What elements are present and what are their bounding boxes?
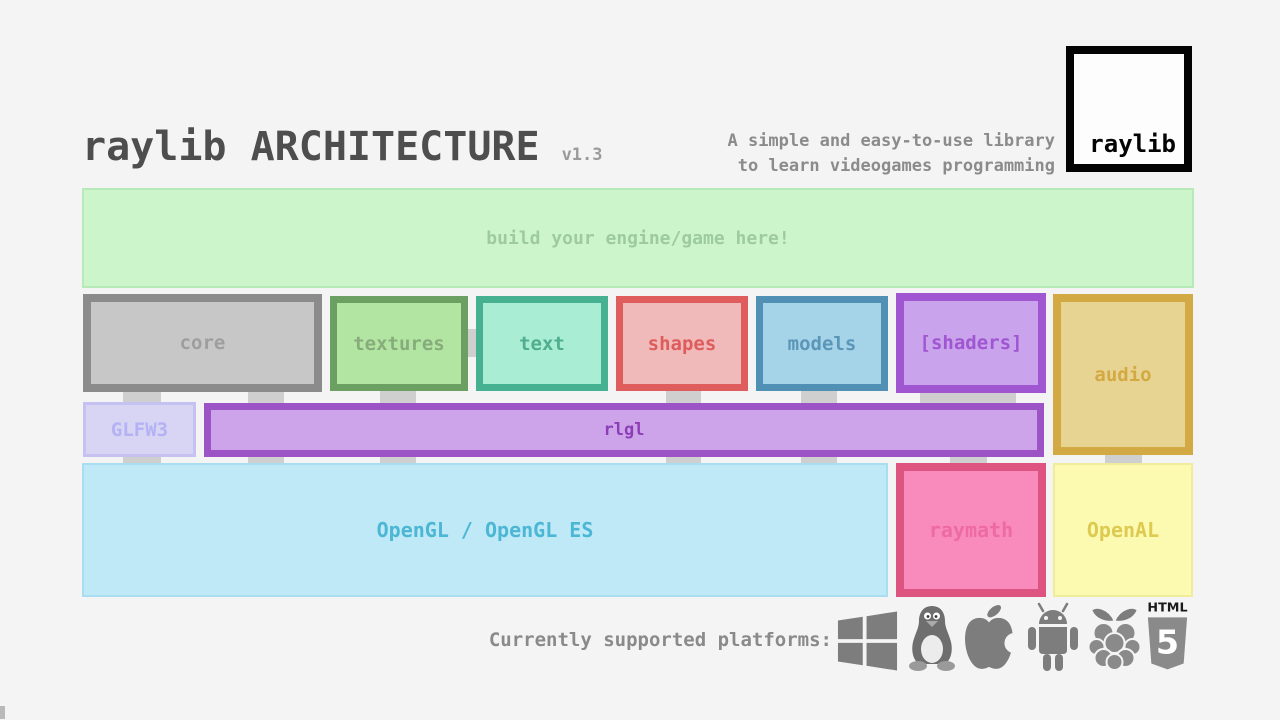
version-label: v1.3 — [561, 145, 603, 165]
page-title: raylib ARCHITECTURE — [82, 124, 540, 170]
module-shapes: shapes — [616, 296, 748, 391]
module-shaders: [shaders] — [896, 293, 1046, 393]
raymath-label: raymath — [928, 518, 1014, 542]
connector — [248, 390, 284, 406]
opengl-label: OpenGL / OpenGL ES — [376, 518, 594, 542]
connector — [666, 390, 701, 406]
tagline: A simple and easy-to-use library to lear… — [727, 129, 1055, 179]
connector — [920, 390, 1016, 406]
html5-badge-text: HTML — [1147, 601, 1187, 616]
openal-box: OpenAL — [1053, 463, 1193, 597]
connector — [801, 390, 837, 406]
module-textures-label: textures — [353, 332, 445, 355]
raylib-logo-label: raylib — [1089, 130, 1176, 158]
module-models-label: models — [787, 332, 857, 355]
raymath-box: raymath — [896, 463, 1046, 597]
tagline-line-1: A simple and easy-to-use library — [727, 131, 1055, 151]
module-audio: audio — [1053, 294, 1193, 455]
header: raylib ARCHITECTURE v1.3 — [82, 124, 603, 170]
engine-banner: build your engine/game here! — [82, 188, 1194, 288]
screen-edge-artifact — [0, 706, 5, 719]
tagline-line-2: to learn videogames programming — [737, 156, 1055, 176]
module-core: core — [83, 294, 322, 392]
raspberry-pi-icon — [1088, 604, 1141, 672]
glfw3-label: GLFW3 — [110, 418, 169, 441]
html5-icon: HTML 5 — [1143, 600, 1192, 672]
connector — [380, 390, 416, 406]
opengl-box: OpenGL / OpenGL ES — [82, 463, 888, 597]
linux-icon — [906, 604, 958, 672]
module-shaders-label: [shaders] — [919, 332, 1023, 354]
apple-icon — [962, 604, 1016, 672]
module-audio-label: audio — [1094, 363, 1152, 386]
raylib-logo: raylib — [1066, 46, 1192, 172]
windows-icon — [837, 608, 898, 674]
rlgl-label: rlgl — [603, 420, 645, 440]
module-core-label: core — [179, 332, 226, 354]
module-models: models — [756, 296, 888, 391]
module-shapes-label: shapes — [647, 332, 717, 355]
android-icon — [1026, 602, 1080, 674]
rlgl-box: rlgl — [204, 403, 1044, 457]
module-textures: textures — [330, 296, 468, 391]
module-text-label: text — [519, 332, 565, 355]
glfw3-box: GLFW3 — [83, 402, 196, 457]
html5-badge-number: 5 — [1156, 623, 1179, 662]
openal-label: OpenAL — [1086, 518, 1160, 542]
engine-banner-label: build your engine/game here! — [486, 227, 790, 249]
platforms-label: Currently supported platforms: — [488, 629, 832, 651]
module-text: text — [476, 296, 608, 391]
